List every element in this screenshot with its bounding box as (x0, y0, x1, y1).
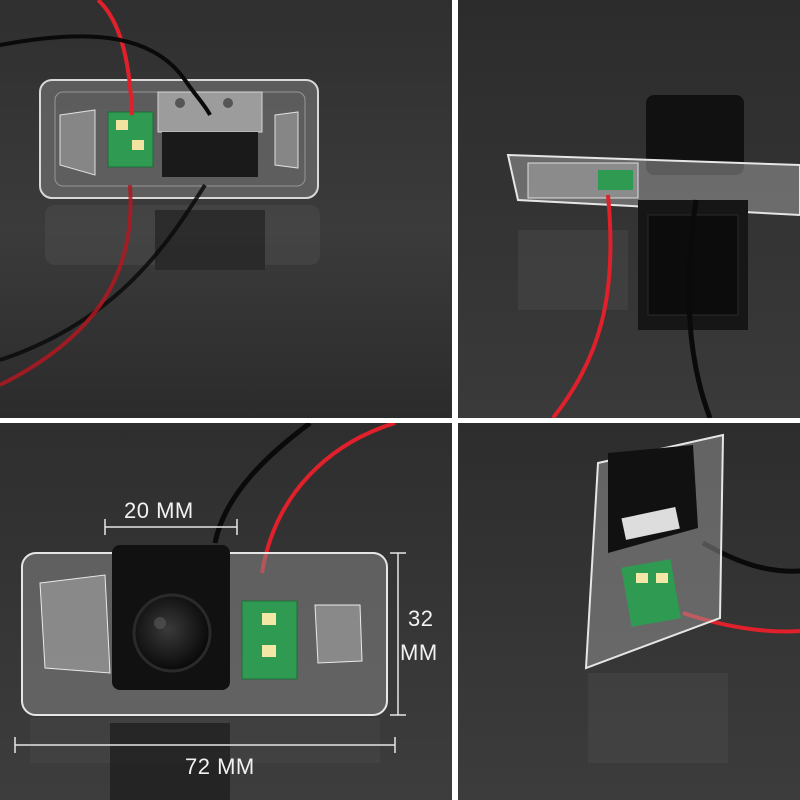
black-wire (212, 423, 312, 544)
photo-rear-view (458, 0, 800, 418)
black-wire (686, 199, 713, 418)
plate-height-value-label: 32 (408, 606, 434, 631)
red-wire (96, 0, 134, 116)
dimension-lines (14, 519, 406, 753)
red-wire (260, 423, 396, 574)
led-circuit-board (621, 559, 681, 627)
camera-width-label: 20 MM (124, 498, 194, 523)
plate-height-unit-label: MM (400, 640, 438, 665)
black-wire (0, 34, 212, 116)
led-circuit-board (241, 600, 298, 680)
camera-lens (132, 593, 212, 673)
camera-mount-bracket (157, 91, 263, 133)
camera-body (646, 95, 744, 175)
photo-top-view (0, 0, 452, 418)
photo-front-view-dimensions: 20 MM 32 MM 72 MM (0, 423, 452, 800)
led-circuit-board (107, 111, 154, 168)
photo-angled-view (458, 423, 800, 800)
plate-length-label: 72 MM (185, 754, 255, 779)
reflection (45, 205, 320, 270)
red-wire (551, 194, 613, 418)
